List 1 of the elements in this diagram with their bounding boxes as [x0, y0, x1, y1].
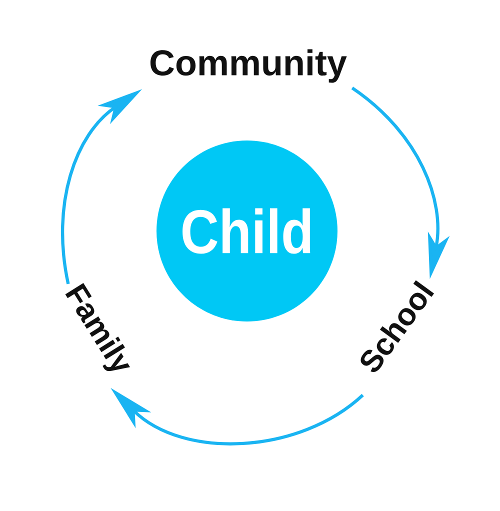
cycle-label: Community	[150, 49, 347, 83]
